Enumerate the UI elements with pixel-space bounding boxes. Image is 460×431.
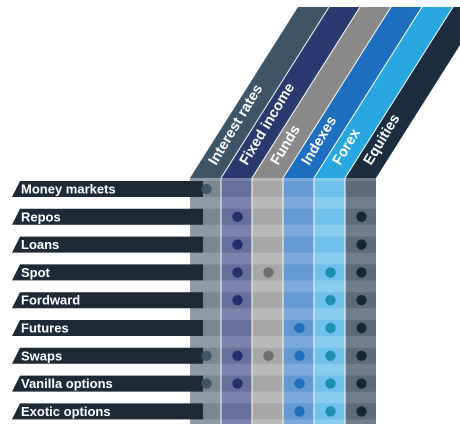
row-band-cell (252, 292, 283, 309)
coverage-dot (356, 267, 367, 278)
coverage-dot (263, 267, 274, 278)
row-label-bar (12, 264, 204, 281)
coverage-dot (294, 378, 305, 389)
coverage-dot (263, 350, 274, 361)
row-band-cell (283, 236, 314, 253)
column-header-separator (344, 6, 454, 179)
coverage-dot (232, 239, 243, 250)
row-band-cell (221, 403, 252, 420)
coverage-dot (201, 183, 212, 195)
row-band-cell (345, 181, 376, 197)
row-label-bar (12, 292, 204, 309)
row-label: Vanilla options (21, 376, 113, 391)
coverage-dot (325, 322, 336, 334)
coverage-dot (325, 295, 336, 306)
coverage-dot (294, 322, 305, 334)
row-label-bar (12, 181, 204, 197)
column-header-band (345, 7, 460, 178)
row-band-cell (252, 208, 283, 225)
column-header-band (252, 7, 391, 178)
row-label: Loans (21, 237, 59, 252)
column-header-separator (251, 6, 361, 179)
row-label-bar (12, 347, 204, 364)
row-band-cell (252, 181, 283, 197)
coverage-dot (325, 267, 336, 278)
row-label-bar (12, 236, 204, 253)
coverage-dot (356, 239, 367, 250)
coverage-dot (356, 211, 367, 222)
row-label: Spot (21, 265, 51, 280)
coverage-dot (356, 378, 367, 389)
row-band-cell (283, 181, 314, 197)
coverage-dot (232, 295, 243, 306)
row-label-bar (12, 320, 204, 336)
coverage-dot (325, 350, 336, 361)
row-label: Futures (21, 321, 69, 336)
column-header-separator (282, 6, 392, 179)
row-label: Fordward (21, 293, 80, 308)
row-band-cell (283, 264, 314, 281)
row-label-bar (12, 208, 204, 225)
row-band-cell (252, 320, 283, 336)
row-band-cell (314, 181, 345, 197)
row-band-cell (252, 236, 283, 253)
row-band-cell (314, 236, 345, 253)
coverage-dot (356, 295, 367, 306)
row-band-cell (314, 208, 345, 225)
row-band-cell (252, 403, 283, 420)
row-label: Exotic options (21, 404, 111, 419)
row-band-cell (252, 375, 283, 392)
coverage-dot (294, 350, 305, 361)
row-label: Money markets (21, 182, 116, 197)
row-label: Repos (21, 209, 61, 224)
coverage-dot (201, 350, 212, 361)
coverage-dot (325, 378, 336, 389)
coverage-dot (356, 322, 367, 334)
row-band-cell (221, 181, 252, 197)
row-band-cell (283, 292, 314, 309)
coverage-dot (356, 406, 367, 417)
column-header-band (314, 7, 453, 178)
row-band-cell (221, 320, 252, 336)
column-header-separator (220, 6, 330, 179)
coverage-dot (201, 378, 212, 389)
row-label: Swaps (21, 348, 62, 363)
column-header-separator (313, 6, 423, 179)
row-label-bar (12, 375, 204, 392)
coverage-dot (294, 406, 305, 417)
column-header-band (283, 7, 422, 178)
column-header-band (190, 7, 329, 178)
row-label-bar (12, 403, 204, 420)
coverage-dot (232, 350, 243, 361)
coverage-dot (232, 267, 243, 278)
column-header-band (221, 7, 360, 178)
coverage-dot (232, 378, 243, 389)
coverage-dot (232, 211, 243, 222)
coverage-dot (356, 350, 367, 361)
coverage-dot (325, 406, 336, 417)
row-band-cell (283, 208, 314, 225)
